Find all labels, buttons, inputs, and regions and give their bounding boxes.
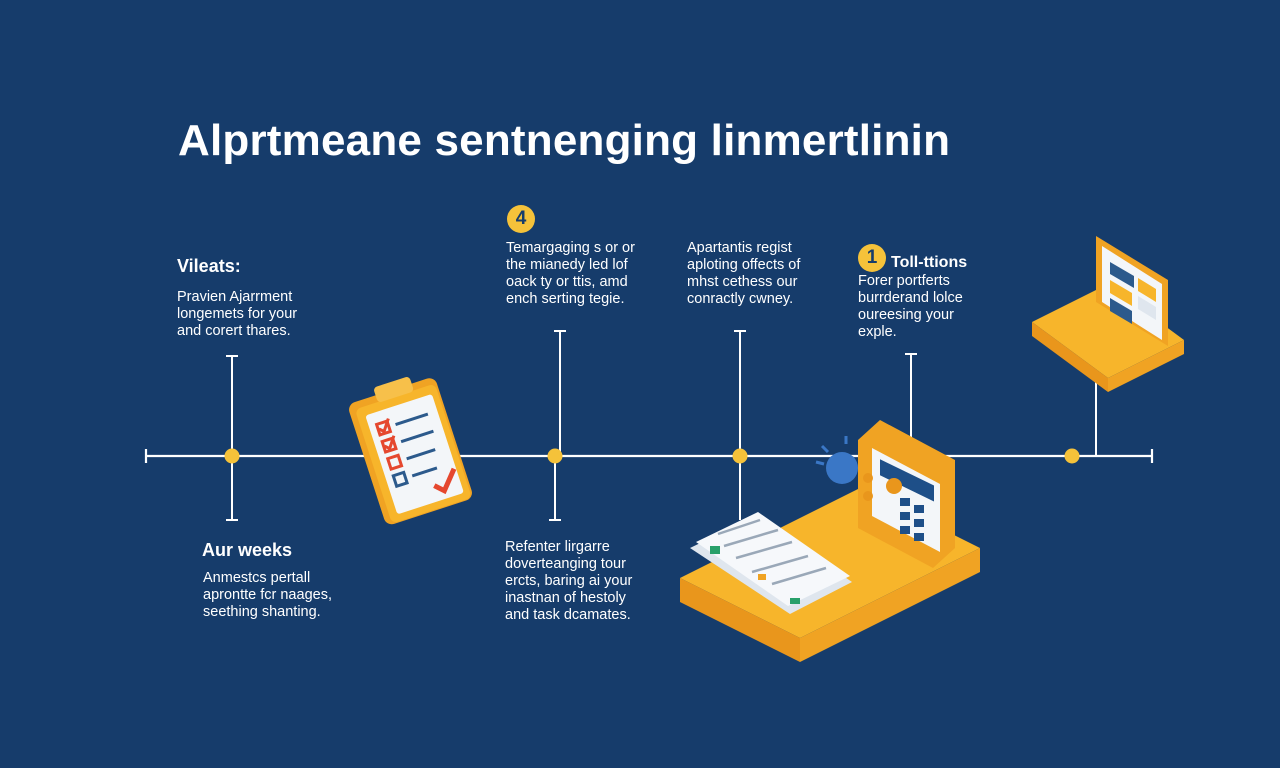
item-description: Pravien Ajarrment longemets for your and… [177, 289, 298, 339]
checklist-icon [349, 377, 472, 525]
item-heading: Vileats: [177, 256, 241, 276]
timeline-node [1064, 448, 1080, 464]
timeline-node [732, 448, 748, 464]
item-heading: Toll-ttions [891, 254, 968, 271]
step-badge: 1 [858, 244, 886, 272]
timeline-node [224, 448, 240, 464]
page-title: Alprtmeane sentnenging linmertlinin [178, 116, 951, 165]
item-description: Anmestcs pertall aprontte fcr naages, se… [203, 570, 332, 620]
item-description: Temargaging s or or the mianedy led lof … [506, 240, 635, 307]
step-badge: 4 [507, 205, 535, 233]
item-description: Apartantis regist aploting offects of mh… [687, 240, 801, 307]
item-description: Forer portferts burrderand lolce oureesi… [858, 273, 963, 340]
timeline-axis [144, 449, 1154, 463]
item-description: Refenter lirgarre doverteanging tour erc… [505, 539, 633, 623]
documents-desk-icon [680, 420, 980, 662]
timeline-node [547, 448, 563, 464]
timeline-nodes [224, 448, 1080, 464]
laptop-icon [1032, 236, 1184, 392]
item-heading: Aur weeks [202, 540, 293, 560]
